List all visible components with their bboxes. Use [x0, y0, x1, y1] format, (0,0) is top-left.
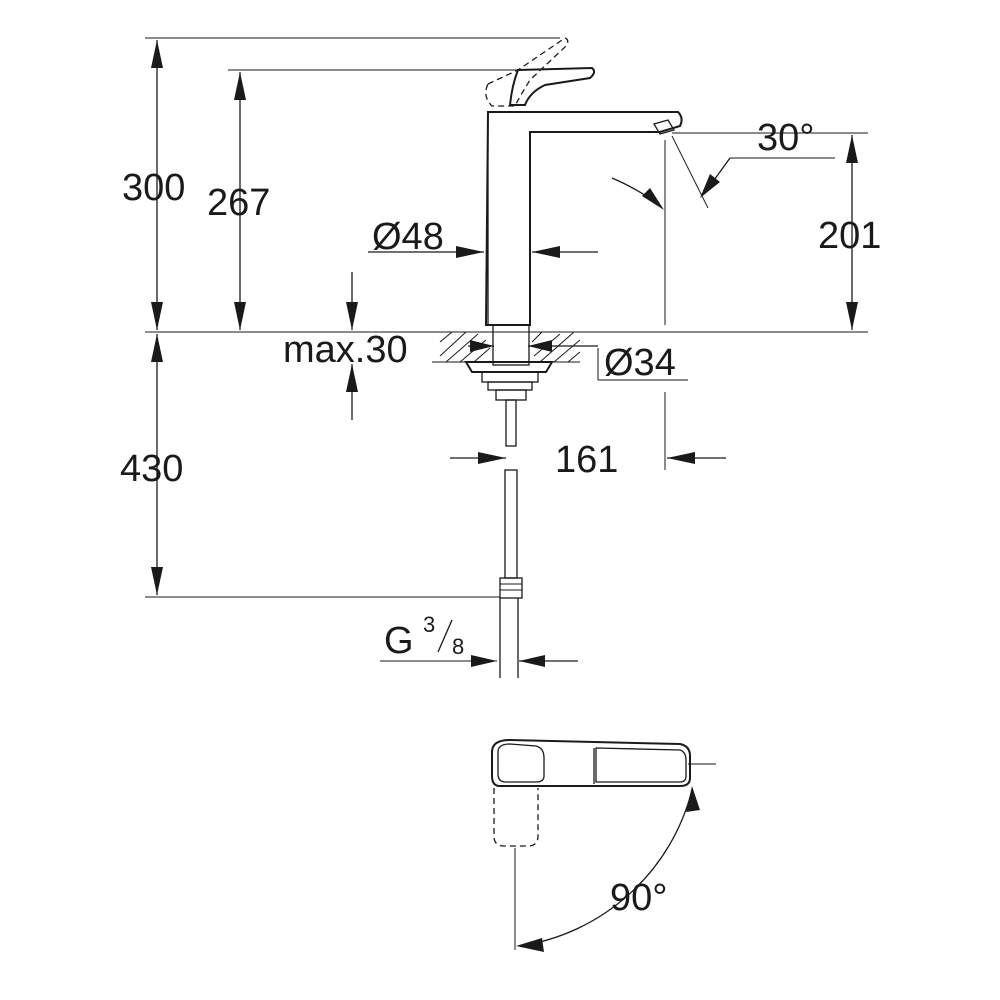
hose-connector [499, 577, 523, 599]
arrow-icon [151, 40, 163, 68]
dimension-body-diameter: Ø48 [372, 216, 444, 258]
arrow-icon [471, 655, 497, 667]
arrow-icon [234, 302, 246, 330]
mounting-plate [464, 361, 554, 373]
mounting-washer [487, 381, 533, 391]
arrow-icon [846, 135, 858, 163]
arrow-icon [528, 340, 552, 352]
dimension-deck-thickness: max.30 [283, 329, 408, 371]
top-view-lever [497, 743, 545, 783]
arrow-icon [346, 364, 358, 392]
dimension-spout-reach: 161 [555, 439, 618, 481]
arrow-icon [686, 786, 700, 812]
dimension-thread-numerator: 3 [423, 612, 435, 637]
arrow-icon [667, 452, 695, 464]
arrow-icon [516, 938, 544, 952]
mounting-nut [481, 371, 539, 383]
arrow-icon [151, 334, 163, 362]
spout-angle-line [671, 135, 709, 209]
arrow-icon [700, 174, 720, 198]
dimension-thread-letter: G [384, 620, 414, 662]
faucet-side-view: 300 267 201 430 max.30 Ø48 [120, 37, 881, 678]
top-view-spout-tip [595, 747, 687, 783]
shank [492, 324, 530, 366]
dimension-thread-denominator: 8 [452, 634, 464, 659]
aerator [653, 119, 675, 135]
arrow-icon [532, 246, 560, 258]
dimension-lever-rotation: 90° [610, 877, 667, 919]
arrow-icon [151, 302, 163, 330]
countertop-section [439, 331, 581, 363]
arrow-icon [478, 452, 506, 464]
top-view-lever-rotated [493, 788, 539, 847]
faucet-top-view: 90° [491, 738, 716, 952]
arrow-icon [846, 302, 858, 330]
top-view-spout [491, 738, 691, 787]
arrow-icon [519, 655, 545, 667]
supply-hose-upper [505, 399, 517, 447]
dimension-total-height: 300 [122, 167, 185, 209]
dimension-spout-height: 201 [818, 215, 881, 257]
lever-handle [508, 66, 596, 106]
dimension-spout-angle: 30° [757, 117, 814, 159]
dimension-below-deck: 430 [120, 448, 183, 490]
rotation-arc-90 [519, 789, 693, 947]
mounting-stud-base [495, 389, 527, 401]
dimension-lever-height: 267 [207, 182, 270, 224]
faucet-body [484, 111, 683, 326]
supply-hose-lower [504, 469, 518, 579]
arrow-icon [642, 188, 664, 210]
arrow-icon [151, 567, 163, 595]
lever-raised-outline [485, 37, 569, 107]
arrow-icon [346, 302, 358, 330]
dimension-hole-diameter: Ø34 [604, 342, 676, 384]
arrow-icon [234, 72, 246, 100]
thread-fraction-slash [437, 619, 453, 653]
arrow-icon [456, 246, 484, 258]
